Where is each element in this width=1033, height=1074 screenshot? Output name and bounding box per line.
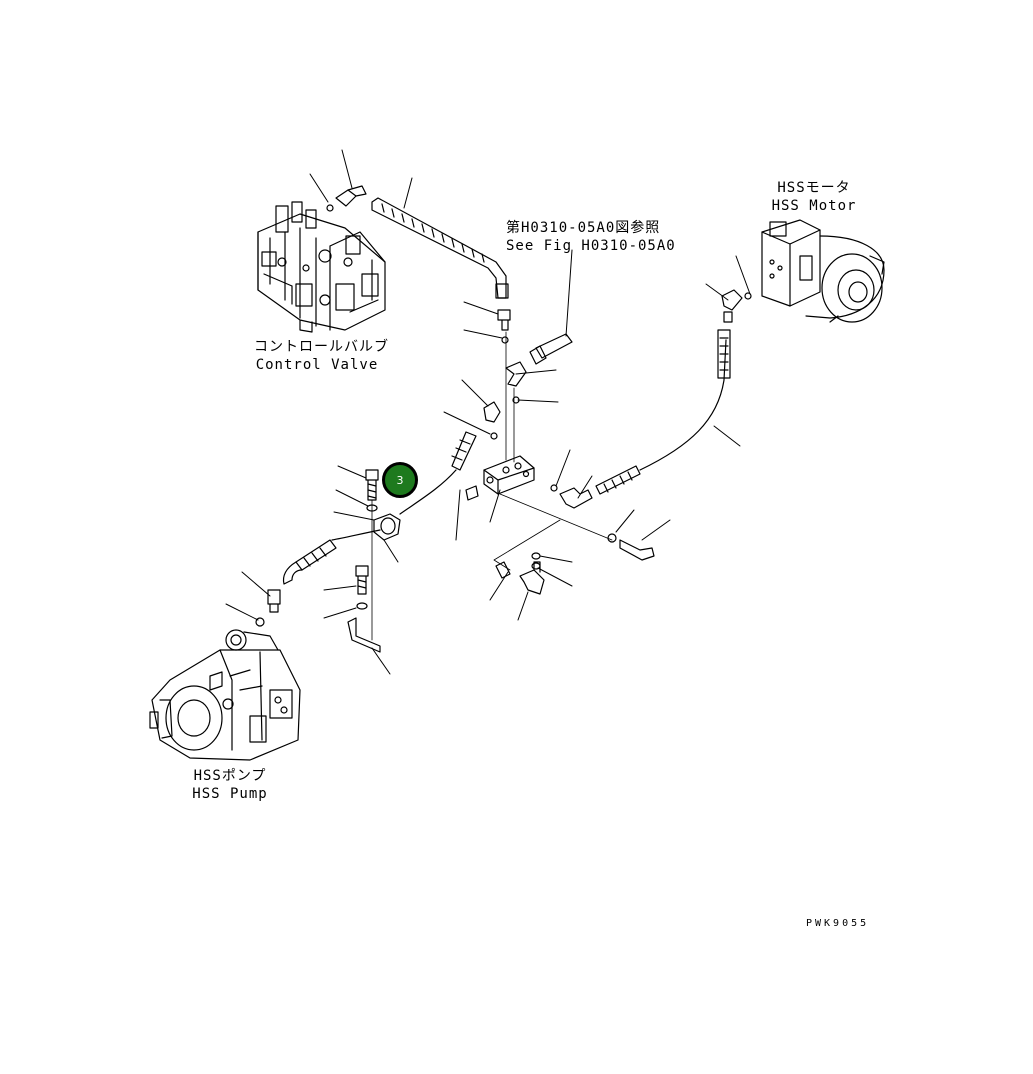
bracket[interactable]	[348, 618, 380, 652]
callout-number: 3	[396, 473, 404, 487]
o-ring-motor[interactable]	[745, 293, 751, 299]
hose-center-left[interactable]	[400, 432, 476, 514]
hose-see-fig[interactable]	[530, 334, 572, 364]
adapter-pump[interactable]	[268, 590, 280, 612]
clamp[interactable]	[374, 514, 400, 540]
o-ring-right[interactable]	[551, 485, 557, 491]
bolt-upper[interactable]	[366, 470, 378, 500]
drawing-code: PWK9055	[806, 918, 870, 929]
hose-to-motor[interactable]	[596, 330, 730, 494]
guide-line-lower	[494, 520, 560, 570]
see-fig-label-en: See Fig H0310-05A0	[506, 238, 676, 254]
plug-block[interactable]	[466, 486, 478, 500]
hss-motor[interactable]	[762, 220, 884, 322]
o-ring-lower-1[interactable]	[532, 553, 540, 559]
o-ring-pump[interactable]	[256, 618, 264, 626]
see-fig-label-jp: 第H0310-05A0図参照	[506, 220, 661, 236]
hss-pump[interactable]	[150, 630, 300, 760]
o-ring-left[interactable]	[491, 433, 497, 439]
bolt-right[interactable]	[620, 540, 654, 560]
adapter-upper[interactable]	[498, 310, 510, 330]
control-valve[interactable]	[258, 202, 385, 332]
leader-lines	[226, 150, 750, 674]
pump-label-en: HSS Pump	[192, 786, 268, 802]
washer-lower[interactable]	[357, 603, 367, 609]
elbow-left[interactable]	[484, 402, 500, 422]
motor-label-jp: HSSモータ	[777, 180, 851, 196]
elbow-lower[interactable]	[520, 562, 544, 594]
manifold-block[interactable]	[484, 456, 534, 494]
elbow-fitting-top[interactable]	[327, 186, 366, 211]
callout-marker[interactable]: 3	[382, 462, 418, 498]
elbow-center[interactable]	[506, 362, 526, 386]
bolt-lower[interactable]	[356, 566, 368, 594]
control-valve-label-jp: コントロールバルブ	[254, 339, 389, 355]
motor-label-en: HSS Motor	[771, 198, 857, 214]
control-valve-label-en: Control Valve	[255, 357, 379, 373]
washer-right[interactable]	[608, 534, 616, 542]
o-ring-upper[interactable]	[502, 337, 508, 343]
hose-top[interactable]	[372, 198, 508, 298]
pump-label-jp: HSSポンプ	[193, 768, 267, 784]
elbow-motor[interactable]	[722, 290, 742, 322]
elbow-right[interactable]	[560, 488, 592, 508]
hose-to-pump[interactable]	[284, 530, 381, 584]
plug-lower[interactable]	[496, 562, 510, 578]
